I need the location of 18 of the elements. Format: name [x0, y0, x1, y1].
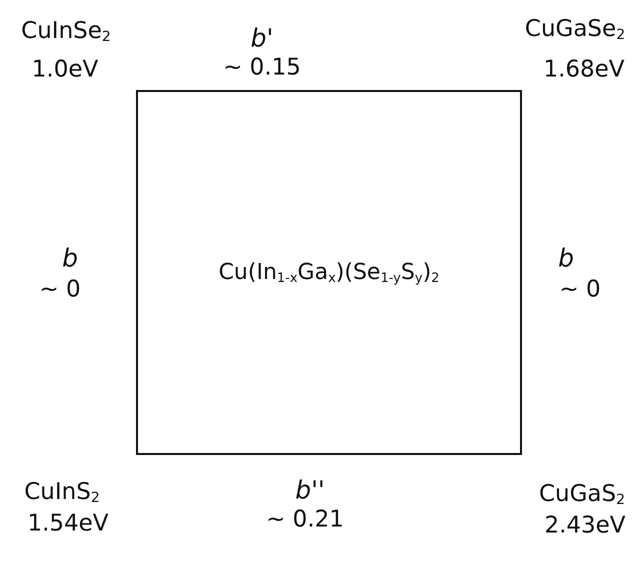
- corner-label: b: [558, 246, 574, 270]
- square-outline: [136, 90, 522, 455]
- corner-label: CuGaSe$_{2}$: [524, 18, 626, 42]
- corner-label: b': [250, 26, 274, 50]
- corner-label: 2.43eV: [544, 514, 626, 538]
- corner-label: CuInS$_{2}$: [24, 481, 100, 505]
- corner-label: b: [62, 246, 78, 270]
- corner-label: b'': [295, 478, 325, 502]
- corner-label: ~ 0.21: [266, 508, 344, 532]
- corner-label: CuGaS$_{2}$: [538, 483, 626, 507]
- formula-text: Cu(In$_{1-x}$Ga$_{x}$)(Se$_{1-y}$S$_{y}$)$_{2}$: [218, 260, 440, 286]
- corner-label: 1.54eV: [27, 512, 109, 536]
- corner-label: CuInSe$_{2}$: [21, 20, 111, 44]
- corner-label: 1.68eV: [543, 58, 625, 82]
- corner-label: ~ 0: [39, 278, 81, 302]
- corner-label: 1.0eV: [32, 58, 98, 82]
- corner-label: ~ 0.15: [223, 56, 301, 80]
- corner-label: ~ 0: [559, 278, 601, 302]
